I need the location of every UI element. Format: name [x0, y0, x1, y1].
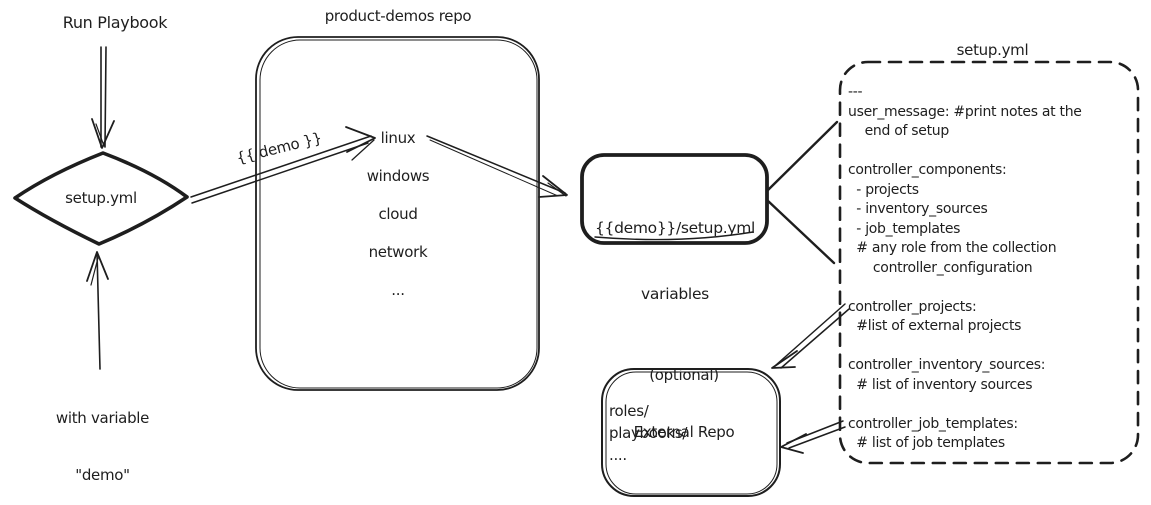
repo-directory-item: ...: [391, 281, 405, 299]
external-repo-title: (optional) External Repo: [603, 328, 765, 480]
yaml-line: # any role from the collection: [848, 240, 1057, 256]
external-repo-line: roles/: [609, 402, 649, 420]
setupyml-content: --- user_message: #print notes at the end…: [848, 83, 1082, 454]
repo-directory-item: linux: [380, 129, 416, 147]
yaml-line: controller_components:: [848, 162, 1007, 178]
external-repo-line: playbooks/: [609, 424, 688, 442]
yaml-line: [848, 395, 1082, 415]
arrow-linux-to-variables: [426, 135, 568, 198]
yaml-line: controller_configuration: [848, 259, 1033, 276]
setupyml-dashed-box: [838, 60, 1140, 465]
yaml-line: controller_inventory_sources:: [848, 357, 1046, 373]
yaml-line: # list of inventory sources: [848, 376, 1033, 393]
yaml-line: # list of job templates: [848, 435, 1005, 451]
repo-directory-item: cloud: [378, 205, 418, 223]
variables-box-label: {{demo}}/setup.yml variables: [586, 173, 764, 349]
yaml-line: ---: [848, 84, 863, 100]
repo-directory-item: network: [368, 243, 428, 261]
run-playbook-label: Run Playbook: [62, 13, 168, 32]
arrow-templates-to-external-repo: [780, 420, 846, 454]
yaml-line: controller_job_templates:: [848, 415, 1018, 432]
arrow-run-playbook: [91, 46, 115, 149]
variables-box-line2: variables: [641, 285, 709, 303]
yaml-line: controller_projects:: [848, 298, 977, 315]
setupyml-box-title: setup.yml: [956, 41, 1029, 59]
with-variable-line2: "demo": [75, 466, 130, 484]
yaml-line: user_message: #print notes at the: [848, 103, 1082, 120]
setup-diamond-shape: [13, 151, 189, 246]
arrow-with-variable: [86, 251, 109, 370]
yaml-line: - inventory_sources: [848, 201, 988, 217]
connector-variables-to-setupyml: [765, 120, 839, 265]
external-repo-box: [601, 368, 781, 497]
product-demos-repo-box: [255, 36, 540, 391]
yaml-line: - job_templates: [848, 220, 961, 237]
external-repo-content: roles/playbooks/....: [609, 400, 688, 466]
external-repo-line: ....: [609, 446, 627, 464]
with-variable-line1: with variable: [55, 409, 150, 427]
repo-directory-list: linux windows cloud network...: [328, 119, 468, 309]
yaml-line: - projects: [848, 181, 919, 198]
yaml-line: [848, 337, 1082, 357]
yaml-line: [848, 142, 1082, 162]
yaml-line: #list of external projects: [848, 318, 1022, 334]
yaml-line: end of setup: [848, 123, 950, 139]
arrow-projects-to-external-repo: [771, 303, 850, 369]
yaml-line: [848, 278, 1082, 298]
external-repo-title-line2: External Repo: [633, 423, 735, 441]
with-variable-label: with variable "demo": [20, 371, 185, 505]
external-repo-title-line1: (optional): [649, 366, 719, 384]
product-demos-repo-title: product-demos repo: [324, 7, 472, 25]
arrow-demo-to-linux: [190, 126, 376, 204]
setup-diamond-label: setup.yml: [65, 189, 137, 207]
repo-directory-item: windows: [366, 167, 430, 185]
variables-box-line1: {{demo}}/setup.yml: [594, 219, 756, 237]
